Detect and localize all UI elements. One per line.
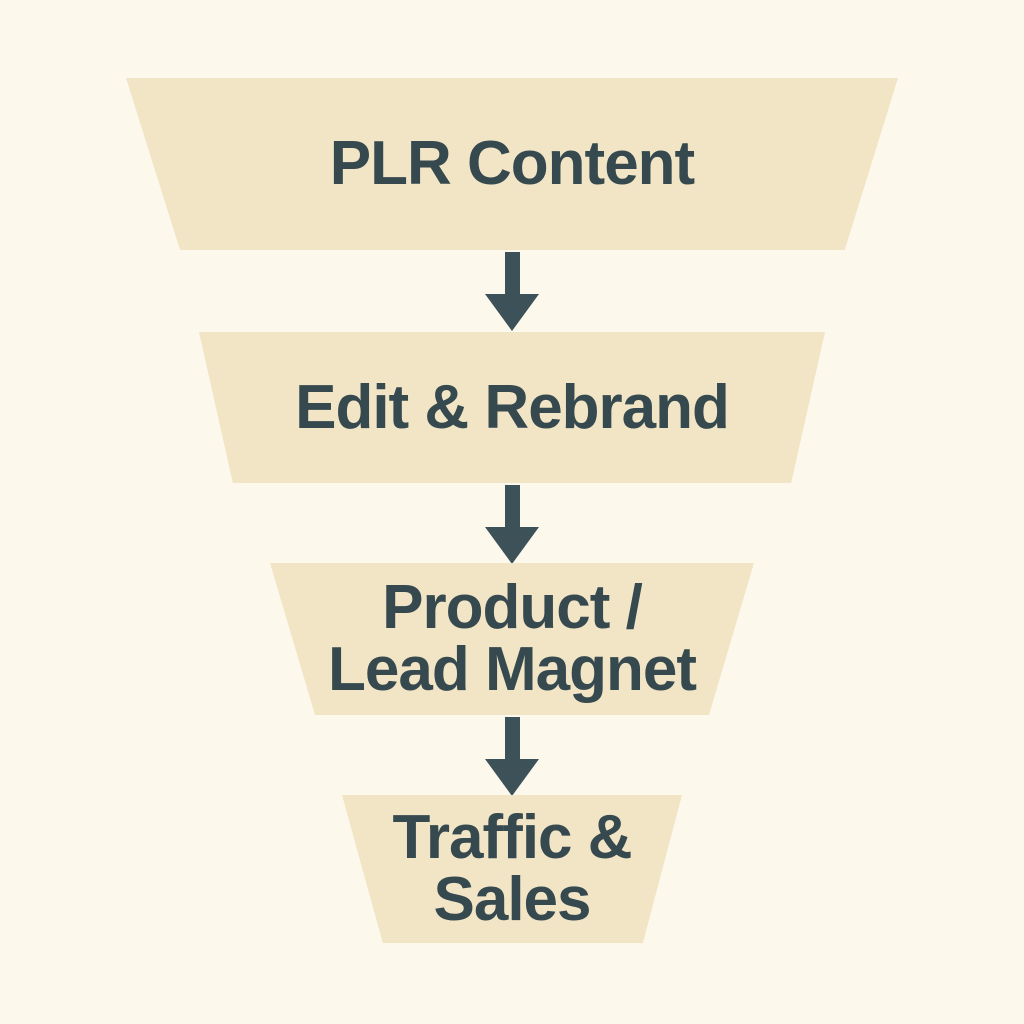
funnel-stage-traffic-sales: Traffic & Sales: [342, 795, 682, 943]
down-arrow-icon: [485, 717, 539, 796]
stage-label-product-lead-magnet: Product / Lead Magnet: [328, 573, 697, 704]
arrow-shaft: [504, 485, 520, 527]
stage-label-traffic-sales: Traffic & Sales: [392, 803, 632, 934]
arrow-shaft: [504, 252, 520, 294]
arrow-shaft: [504, 717, 520, 759]
stage-label-edit-rebrand: Edit & Rebrand: [295, 372, 730, 442]
down-arrow-icon: [485, 485, 539, 564]
funnel-stage-product-lead-magnet: Product / Lead Magnet: [270, 563, 754, 715]
arrow-head: [485, 527, 539, 564]
stage-label-plr-content: PLR Content: [329, 129, 695, 198]
arrow-head: [485, 759, 539, 796]
funnel-stage-plr-content: PLR Content: [126, 78, 898, 250]
funnel-stage-edit-rebrand: Edit & Rebrand: [199, 332, 825, 483]
arrow-head: [485, 294, 539, 331]
down-arrow-icon: [485, 252, 539, 331]
